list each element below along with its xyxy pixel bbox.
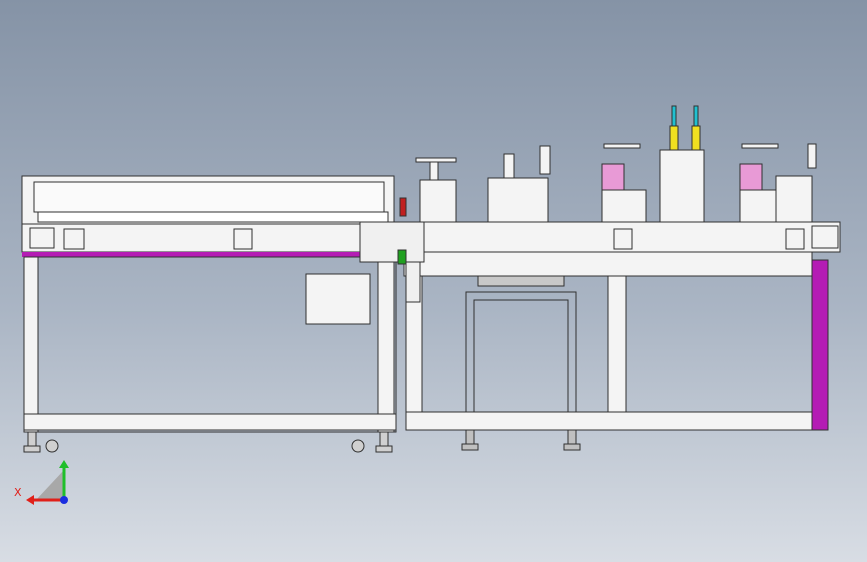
left-mid-block — [233, 228, 253, 250]
right-assembly-module[interactable] — [399, 221, 841, 451]
station-1[interactable] — [415, 157, 457, 223]
left-end-pulley — [29, 227, 55, 249]
left-conveyor-beam — [21, 223, 401, 253]
triad-x-label: X — [14, 486, 22, 499]
station-3[interactable] — [601, 143, 647, 223]
cyan-tube-right — [693, 105, 699, 127]
left-electrical-box — [305, 273, 371, 325]
machine-frame-bottom-beam — [405, 411, 813, 431]
machine-magenta-panel — [811, 259, 829, 431]
left-conveyor-module[interactable] — [21, 175, 401, 453]
left-frame-post-left — [23, 256, 39, 433]
right-end-pulley — [811, 225, 839, 249]
rotary-stand-inner — [473, 299, 569, 413]
machine-frame-right-post — [607, 275, 627, 415]
machine-table-plate — [403, 251, 813, 277]
cyan-tube-left — [671, 105, 677, 127]
triad-plane-icon — [36, 470, 64, 500]
station-2[interactable] — [487, 145, 551, 223]
left-magenta-rail — [22, 252, 400, 257]
coordinate-triad: X — [14, 460, 69, 505]
station-4-yellow-cylinders[interactable] — [659, 105, 705, 223]
right-block-a — [613, 228, 633, 250]
station-5-pink-block — [739, 163, 763, 191]
left-guard-inner — [33, 181, 385, 213]
triad-y-arrow-icon — [59, 460, 69, 468]
left-frame-bottom-beam — [23, 413, 397, 431]
rotary-plate — [477, 275, 565, 287]
transfer-vertical-post — [405, 261, 421, 303]
left-frame-post-right — [377, 256, 395, 433]
station-6[interactable] — [775, 143, 817, 223]
triad-x-arrow-icon — [26, 495, 34, 505]
transfer-red-stop — [399, 197, 407, 217]
triad-z-dot — [60, 496, 68, 504]
station-3-pink-block — [601, 163, 625, 191]
transfer-green-sensor — [397, 249, 407, 265]
rotary-stand — [465, 291, 577, 413]
right-block-b — [785, 228, 805, 250]
left-leveling-feet — [23, 431, 393, 453]
left-pallet-teeth — [37, 211, 389, 223]
transfer-unit[interactable] — [359, 197, 425, 303]
transfer-housing — [359, 221, 425, 263]
machine-leveling-feet — [461, 429, 581, 451]
left-motor-block — [63, 228, 85, 250]
